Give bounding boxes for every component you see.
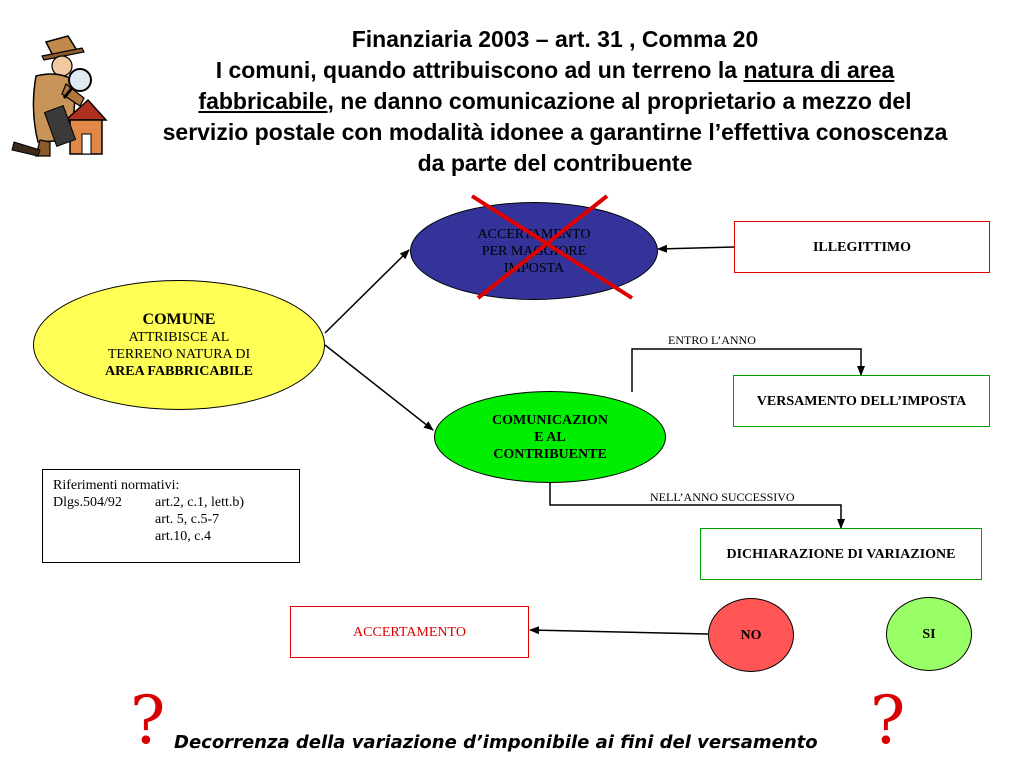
header-underlined-1: natura di area bbox=[743, 57, 895, 83]
illegittimo-box: ILLEGITTIMO bbox=[734, 221, 990, 273]
header-text-part2: , ne danno comunicazione al proprietario… bbox=[327, 88, 912, 114]
header-underlined-2: fabbricabile bbox=[198, 88, 328, 114]
comune-line2: TERRENO NATURA DI bbox=[107, 347, 251, 362]
no-circle: NO bbox=[708, 598, 794, 672]
arrow-anno-successivo bbox=[549, 483, 845, 529]
accertamento-maggiore-line2: PER MAGGIORE bbox=[481, 243, 587, 259]
comune-node: COMUNE ATTRIBISCE AL TERRENO NATURA DI A… bbox=[33, 280, 325, 410]
detective-illustration bbox=[11, 35, 108, 157]
comune-line1: ATTRIBISCE AL bbox=[128, 330, 230, 345]
riferimenti-art3: art.10, c.4 bbox=[155, 529, 211, 544]
comunicazione-node: COMUNICAZION E AL CONTRIBUENTE bbox=[434, 391, 666, 483]
riferimenti-title: Riferimenti normativi: bbox=[53, 478, 180, 493]
comunicazione-line3: CONTRIBUENTE bbox=[493, 446, 607, 462]
header-line3: servizio postale con modalità idonee a g… bbox=[162, 119, 948, 145]
question-mark-left: ? bbox=[130, 682, 166, 759]
bottom-text: Decorrenza della variazione d’imponibile… bbox=[174, 732, 818, 753]
question-mark-right: ? bbox=[870, 682, 906, 759]
header-line4: da parte del contribuente bbox=[417, 150, 693, 176]
no-label: NO bbox=[740, 627, 762, 643]
illegittimo-label: ILLEGITTIMO bbox=[812, 239, 912, 255]
arrow-no-to-accertamento bbox=[529, 626, 709, 635]
arrow-comune-to-accertamento bbox=[324, 249, 410, 334]
riferimenti-law: Dlgs.504/92 bbox=[53, 495, 122, 510]
accertamento-label: ACCERTAMENTO bbox=[353, 624, 466, 640]
dichiarazione-label: DICHIARAZIONE DI VARIAZIONE bbox=[726, 546, 956, 562]
arrow-comune-to-comunicazione bbox=[324, 344, 434, 431]
comunicazione-line2: E AL bbox=[534, 429, 566, 445]
accertamento-box: ACCERTAMENTO bbox=[290, 606, 529, 658]
riferimenti-box: Riferimenti normativi: Dlgs.504/92 art.2… bbox=[42, 469, 300, 563]
comune-title: COMUNE bbox=[142, 311, 216, 328]
versamento-box: VERSAMENTO DELL’IMPOSTA bbox=[733, 375, 990, 427]
header-title: Finanziaria 2003 – art. 31 , Comma 20 bbox=[351, 26, 759, 52]
riferimenti-art2: art. 5, c.5-7 bbox=[155, 512, 220, 527]
arrow-entro-anno bbox=[631, 348, 865, 392]
si-circle: SI bbox=[886, 597, 972, 671]
comune-line3: AREA FABBRICABILE bbox=[105, 364, 253, 379]
entro-anno-label: ENTRO L’ANNO bbox=[668, 333, 756, 347]
comunicazione-line1: COMUNICAZION bbox=[492, 412, 608, 428]
header-text-part1: I comuni, quando attribuiscono ad un ter… bbox=[215, 57, 744, 83]
versamento-label: VERSAMENTO DELL’IMPOSTA bbox=[756, 393, 967, 409]
header-text: Finanziaria 2003 – art. 31 , Comma 20 I … bbox=[110, 24, 1000, 179]
anno-successivo-label: NELL’ANNO SUCCESSIVO bbox=[650, 490, 795, 504]
dichiarazione-box: DICHIARAZIONE DI VARIAZIONE bbox=[700, 528, 982, 580]
arrow-illegittimo-to-accertamento bbox=[657, 244, 735, 253]
riferimenti-art1: art.2, c.1, lett.b) bbox=[155, 495, 245, 510]
si-label: SI bbox=[922, 626, 936, 642]
bottom-question: ? Decorrenza della variazione d’imponibi… bbox=[130, 686, 930, 766]
